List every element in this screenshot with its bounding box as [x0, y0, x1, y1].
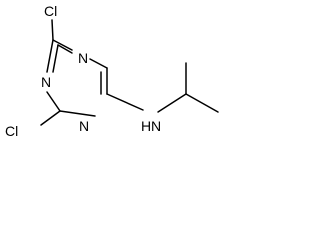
atom-n-amine: N — [151, 118, 161, 134]
atom-n-ring-left: N — [41, 74, 51, 90]
bond-c1-n-top — [52, 39, 73, 51]
atom-cl-bottom: Cl — [5, 123, 18, 139]
bond-n-left-c1 — [46, 39, 54, 73]
bonds — [40, 19, 219, 126]
atom-h-amine: H — [141, 118, 151, 134]
bond-n-top-c2 — [89, 58, 108, 69]
bond-cl-bottom — [40, 110, 61, 126]
bond-n-left-c1-double — [52, 44, 59, 73]
bond-n-top-inner — [57, 44, 73, 54]
atom-n-ring-top: N — [78, 50, 88, 66]
bond-n-bottom-c3 — [59, 110, 96, 117]
atom-cl-top: Cl — [44, 3, 57, 19]
atom-labels: Cl N N N Cl H N — [5, 3, 161, 139]
bond-ch-me2 — [185, 93, 219, 113]
bond-nh-ch — [157, 93, 187, 113]
molecule-svg: Cl N N N Cl H N — [5, 3, 219, 139]
bond-c3-n-left — [46, 91, 61, 112]
molecule-diagram: Cl N N N Cl H N — [0, 0, 226, 148]
bond-cl-top — [51, 19, 54, 41]
bond-c2-nh — [106, 93, 144, 111]
atom-n-ring-bottom: N — [79, 118, 89, 134]
